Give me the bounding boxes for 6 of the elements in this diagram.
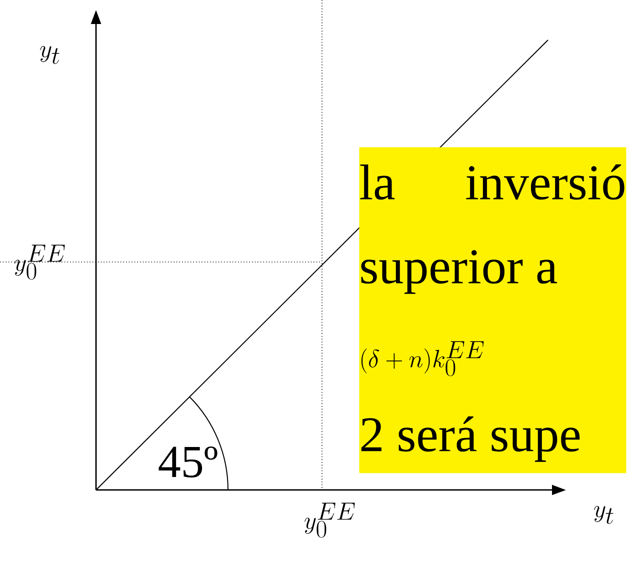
angle-label: 45º — [158, 446, 218, 478]
axis-label: $y_t$ — [40, 46, 60, 64]
axis-label: $y_t$ — [594, 506, 614, 524]
highlight-box: la inversió superior a $(\delta+n)k_0^{EE}$ 2 será supe — [359, 147, 626, 474]
tick-label: $y_0^{EE}$ — [304, 502, 355, 538]
tick-label: $y_0^{EE}$ — [14, 244, 65, 280]
